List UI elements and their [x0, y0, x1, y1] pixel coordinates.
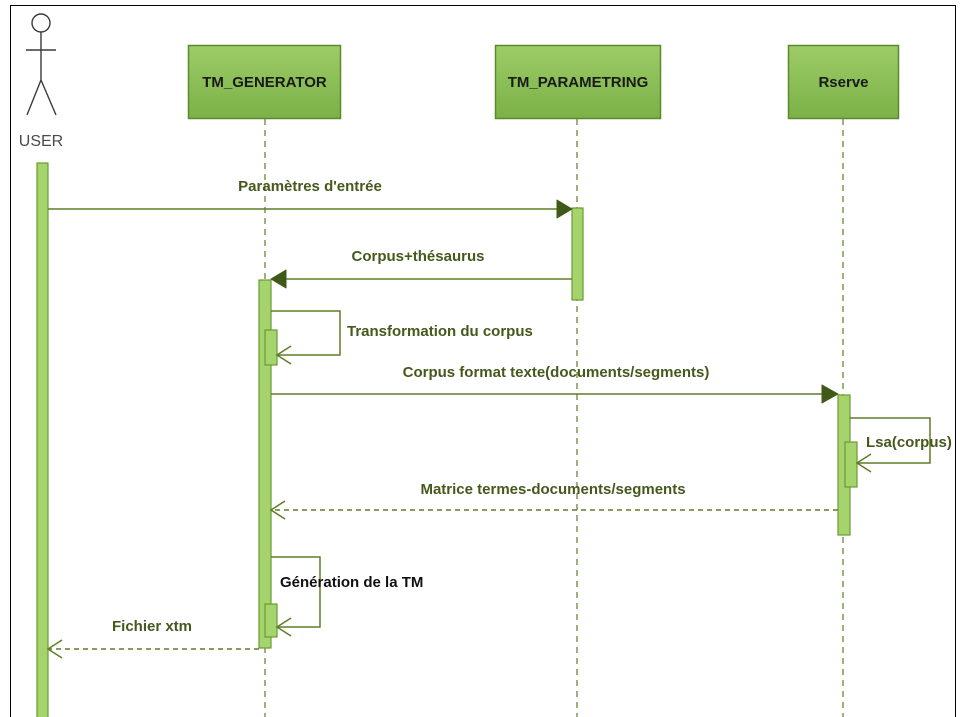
message-parametres-entree: Paramètres d'entrée — [48, 178, 573, 219]
message-lsa-corpus: Lsa(corpus) — [850, 417, 952, 473]
message-generation-de-la-tm: Génération de la TM — [271, 556, 423, 637]
lifeline-label-tm-generator: TM_GENERATOR — [202, 74, 327, 91]
lifeline-rserve: Rserve — [787, 44, 900, 120]
message-label: Fichier xtm — [112, 618, 192, 635]
arrowhead-open — [269, 500, 286, 520]
message-fichier-xtm: Fichier xtm — [46, 618, 259, 659]
arrowhead-filled — [556, 199, 573, 219]
diagram-frame — [10, 5, 956, 717]
message-transformation-du-corpus: Transformation du corpus — [271, 310, 533, 365]
arrowhead-filled — [821, 384, 839, 404]
message-corpus-format-texte: Corpus format texte(documents/segments) — [271, 364, 839, 404]
arrowhead-open — [855, 453, 872, 473]
message-label: Paramètres d'entrée — [238, 178, 382, 195]
actor-right-leg — [40, 79, 57, 116]
message-label: Corpus+thésaurus — [352, 248, 485, 265]
actor-label: USER — [19, 133, 63, 150]
activation-tm-generator — [258, 279, 272, 649]
arrowhead-open — [275, 617, 292, 637]
activation-tm-parametring — [571, 207, 584, 301]
self-message-line — [271, 556, 321, 628]
message-label: Matrice termes-documents/segments — [420, 481, 685, 498]
activation-rserve-lsa — [844, 441, 858, 488]
message-label: Transformation du corpus — [347, 323, 533, 340]
lifeline-label-rserve: Rserve — [818, 74, 868, 91]
message-matrice-termes-documents: Matrice termes-documents/segments — [269, 481, 838, 520]
user-actor: USER — [19, 13, 63, 150]
message-label: Lsa(corpus) — [866, 434, 952, 451]
lifeline-tm-parametring: TM_PARAMETRING — [494, 44, 662, 120]
arrowhead-filled — [270, 269, 287, 289]
message-label: Génération de la TM — [280, 574, 423, 591]
lifeline-head-tm-generator — [187, 44, 342, 120]
arrowhead-open — [275, 345, 292, 365]
lifeline-tm-generator: TM_GENERATOR — [187, 44, 342, 120]
activation-tm-generator-generation — [264, 603, 278, 638]
arrowhead-open — [46, 639, 63, 659]
lifeline-head-tm-parametring — [494, 44, 662, 120]
lifeline-head-rserve — [787, 44, 900, 120]
activation-user — [36, 162, 49, 717]
actor-head — [31, 13, 51, 33]
lifeline-label-tm-parametring: TM_PARAMETRING — [508, 74, 649, 91]
message-label: Corpus format texte(documents/segments) — [403, 364, 710, 381]
actor-left-leg — [26, 79, 42, 116]
self-message-line — [850, 417, 931, 464]
activation-tm-generator-transformation — [264, 329, 278, 366]
message-corpus-thesaurus: Corpus+thésaurus — [270, 248, 572, 289]
self-message-line — [271, 310, 341, 356]
